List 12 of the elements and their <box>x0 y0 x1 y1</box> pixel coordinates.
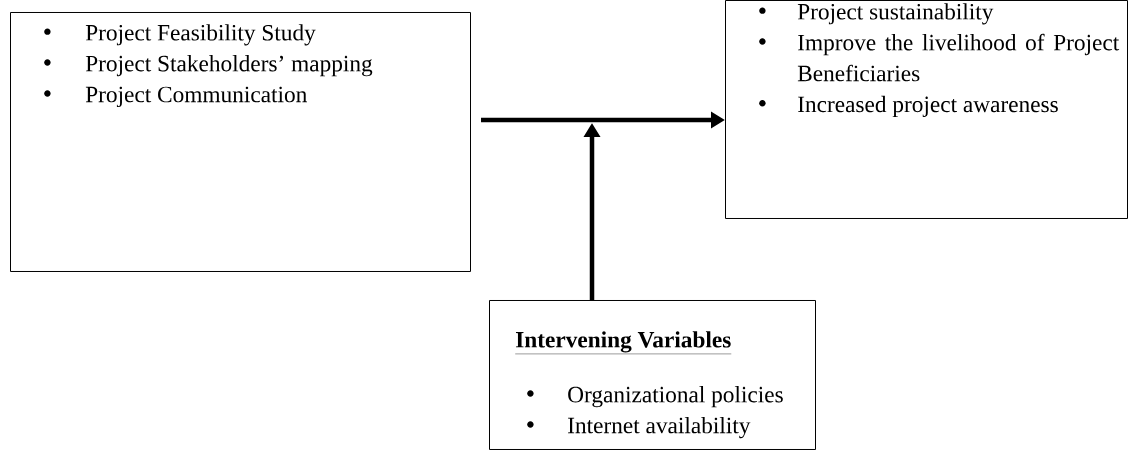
list-item: Increased project awareness <box>798 95 1058 117</box>
list-item: Internet availability <box>568 416 751 439</box>
list-item: Project sustainability <box>797 3 994 25</box>
list-item: Project Stakeholders’ mapping <box>85 55 373 77</box>
list-item: Improve the livelihood of Project Beneficiaries <box>797 33 1120 82</box>
text-box <box>489 300 816 450</box>
heading: Intervening Variables <box>515 331 732 355</box>
list-item: Project Communication <box>85 86 307 108</box>
text-box <box>725 0 1128 219</box>
text-box <box>10 12 471 272</box>
list-item: Organizational policies <box>568 386 783 408</box>
list-item: Project Feasibility Study <box>85 24 316 46</box>
